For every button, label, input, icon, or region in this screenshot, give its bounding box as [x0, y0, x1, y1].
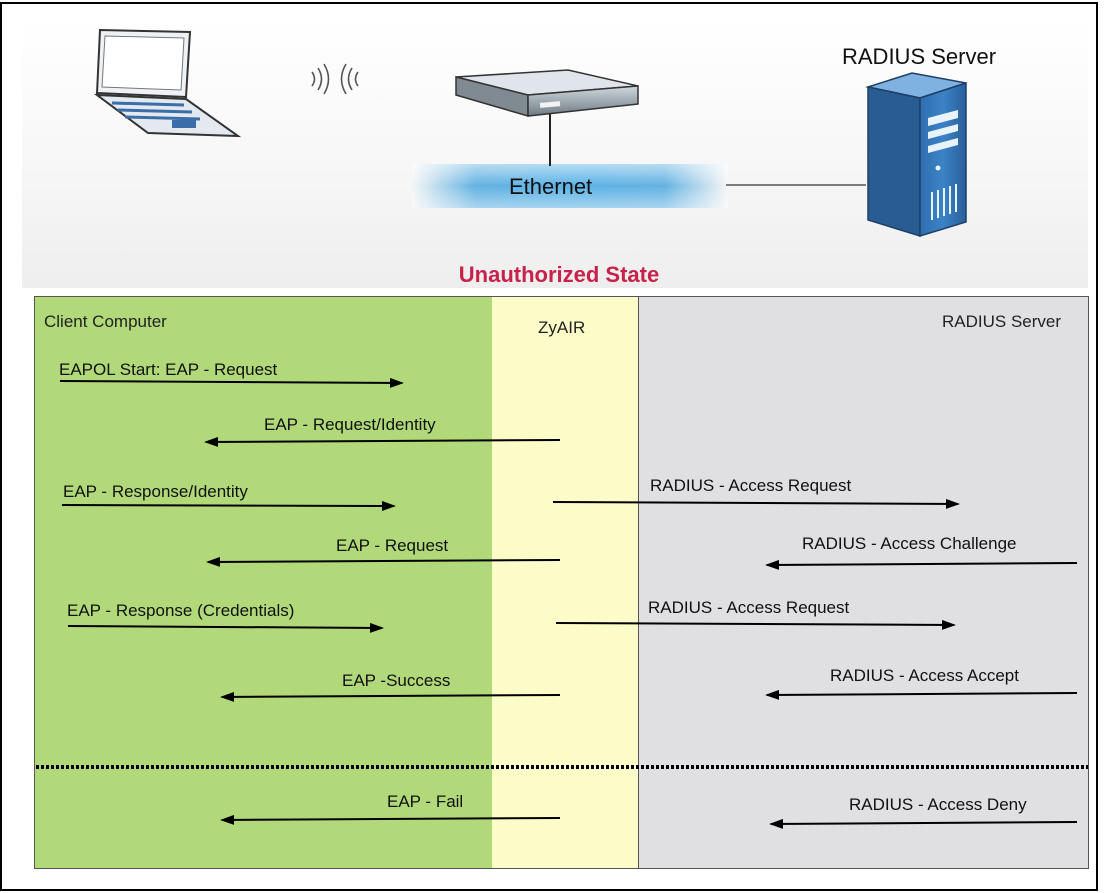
msg-access-accept: RADIUS - Access Accept	[830, 666, 1019, 685]
radius-server-label: RADIUS Server	[942, 312, 1062, 331]
arrow-radius-access-request-2	[555, 619, 956, 630]
arrow-eapol-start	[59, 377, 404, 388]
zyair-zone	[492, 297, 639, 868]
client-zone	[35, 297, 493, 868]
server-tower-icon	[865, 72, 967, 238]
ethernet-band	[412, 164, 728, 208]
radius-zone	[639, 297, 1088, 868]
msg-response-identity: EAP - Response/Identity	[63, 482, 248, 501]
figure-frame	[0, 2, 1098, 891]
msg-eap-request: EAP - Request	[336, 536, 449, 555]
arrow-eap-success	[220, 691, 561, 702]
msg-radius-access-request-2: RADIUS - Access Request	[648, 598, 850, 617]
zyair-label: ZyAIR	[538, 318, 586, 337]
arrow-response-credentials	[67, 622, 384, 633]
radius-server-top-label: RADIUS Server	[842, 44, 997, 69]
wireless-waves-icon	[311, 63, 359, 95]
msg-radius-access-request-1: RADIUS - Access Request	[650, 476, 852, 495]
arrow-access-deny	[769, 818, 1078, 829]
arrow-eap-fail	[220, 814, 561, 825]
msg-response-credentials: EAP - Response (Credentials)	[67, 601, 295, 620]
client-computer-label: Client Computer	[44, 312, 167, 331]
ethernet-label: Ethernet	[509, 174, 593, 199]
msg-eapol-start: EAPOL Start: EAP - Request	[59, 360, 278, 379]
arrow-request-identity	[204, 436, 561, 447]
msg-eap-fail: EAP - Fail	[387, 792, 464, 811]
arrow-access-challenge	[765, 559, 1078, 570]
msg-eap-success: EAP -Success	[342, 671, 451, 690]
msg-request-identity: EAP - Request/Identity	[264, 415, 436, 434]
arrow-eap-request	[206, 556, 561, 567]
msg-access-deny: RADIUS - Access Deny	[849, 795, 1027, 814]
arrow-radius-access-request-1	[552, 498, 960, 509]
arrow-access-accept	[765, 689, 1078, 700]
access-point-icon	[455, 69, 639, 117]
state-title: Unauthorized State	[458, 262, 660, 287]
msg-access-challenge: RADIUS - Access Challenge	[802, 534, 1017, 553]
laptop-icon	[93, 28, 242, 138]
arrow-response-identity	[61, 500, 396, 511]
